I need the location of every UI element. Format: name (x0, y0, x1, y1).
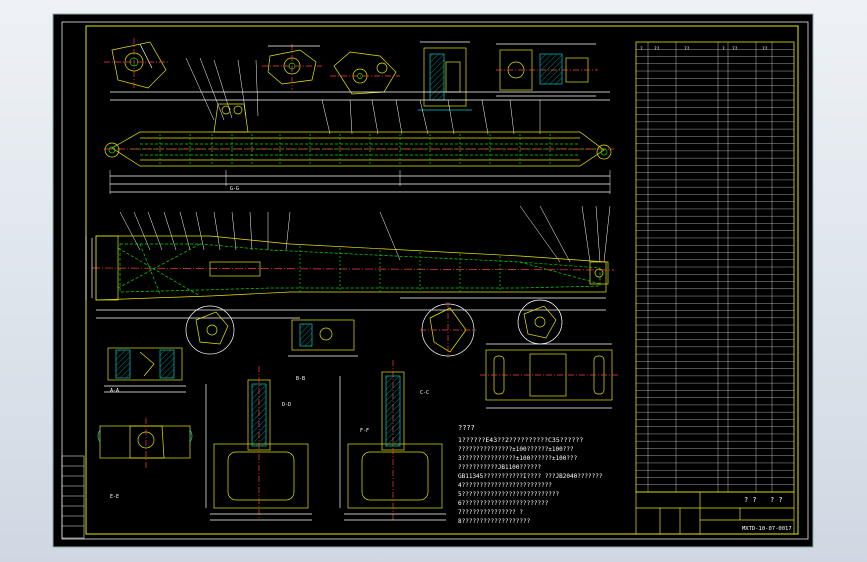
note-line: GB11345???????????I???? ???JB2040??????? (458, 473, 603, 480)
beam-elevation-view (104, 57, 614, 194)
lug-detail-3 (330, 51, 400, 95)
note-line: 7??????????????? ? (458, 509, 523, 516)
note-line: 4????????????????????????? (458, 482, 552, 489)
note-line: 6???????????????????????? (458, 500, 549, 507)
title-label-a: ? ? (744, 496, 757, 504)
bom-header-cell: ?? (732, 46, 738, 52)
lug-detail-2 (262, 44, 322, 90)
bom-header-cell: ? (640, 46, 643, 52)
bom-table (635, 41, 795, 493)
view-label: F-F (360, 428, 369, 434)
view-label: E-E (110, 494, 119, 500)
lug-detail-1 (104, 38, 168, 90)
note-line: 8??????????????????? (458, 518, 531, 525)
drawing-texts: ? ? ? ? MXTD-10-07-0017 ???? 1??????E43?… (110, 46, 792, 532)
section-detail-5 (496, 43, 598, 97)
view-label: B-B (296, 376, 305, 382)
title-label-b: ? ? (770, 496, 783, 504)
note-line: ???????????????±100??????±100??? (458, 446, 574, 453)
sheet-border (61, 21, 809, 540)
revision-table (61, 455, 85, 539)
view-label: C-C (420, 390, 429, 396)
title-block (635, 491, 795, 535)
note-line: 1??????E43??2??????????C35?????? (458, 436, 583, 444)
bom-header-cell: ?? (684, 46, 690, 52)
lower-row-details (97, 343, 618, 521)
view-label: A-A (110, 388, 119, 394)
note-line: 3???????????????±100??????±100??? (458, 455, 578, 462)
view-label: D-D (282, 402, 291, 408)
notes-title: ???? (458, 424, 475, 432)
drawing-number: MXTD-10-07-0017 (742, 526, 792, 532)
bom-header-cell: ?? (762, 46, 768, 52)
view-label: G-G (230, 186, 239, 192)
note-line: ???????????JB1100?????? (458, 464, 541, 471)
top-section-details (104, 38, 598, 111)
bom-header-cell: ?? (654, 46, 660, 52)
beam-plan-view (85, 205, 615, 319)
note-line: 5??????????????????????????? (458, 491, 560, 498)
bom-header-cell: ? (722, 46, 725, 52)
section-detail-4 (418, 41, 472, 111)
